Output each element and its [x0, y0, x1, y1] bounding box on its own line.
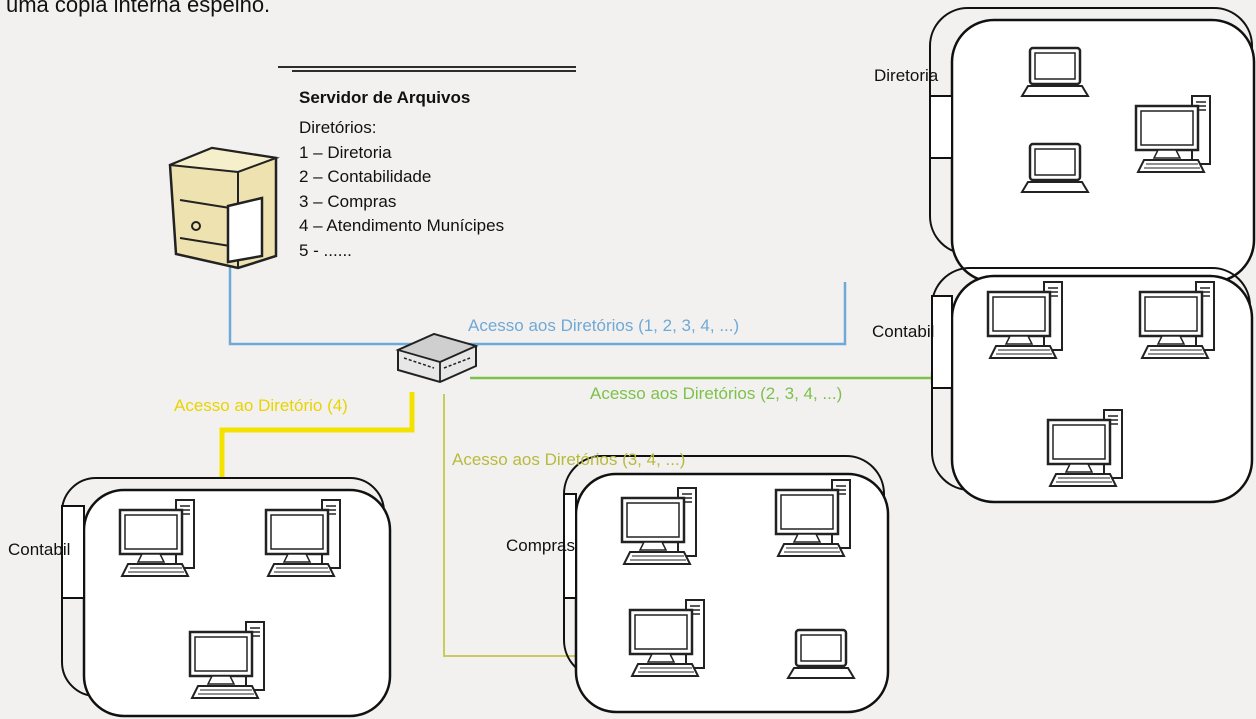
laptop-icon: [1020, 142, 1090, 194]
desktop-computer-icon: [774, 478, 852, 558]
page-title: uma cópia interna espelho.: [6, 0, 271, 17]
connection-label-compras: Acesso aos Diretórios (3, 4, ...): [452, 450, 686, 469]
laptop-icon: [1020, 46, 1090, 98]
connection-line-contabil-right: [470, 372, 934, 384]
directory-item: 5 - ......: [299, 240, 352, 260]
desktop-computer-icon: [986, 280, 1064, 360]
desktop-computer-icon: [1138, 280, 1216, 360]
room-label-diretoria: Diretoria: [874, 66, 939, 85]
directory-item: 2 – Contabilidade: [299, 167, 432, 187]
connection-label-diretoria: Acesso aos Diretórios (1, 2, 3, 4, ...): [468, 316, 740, 335]
room-label-compras: Compras: [506, 536, 575, 555]
directory-list: Diretórios: 1 – Diretoria 2 – Contabilid…: [299, 116, 504, 264]
desktop-computer-icon: [188, 620, 266, 700]
directory-subtitle: Diretórios:: [299, 118, 377, 137]
desktop-computer-icon: [620, 486, 698, 566]
connection-line-contabil-left: [219, 392, 415, 478]
desktop-computer-icon: [118, 498, 196, 578]
room-label-contabil-left: Contabil: [8, 540, 71, 559]
connection-line-compras: [443, 394, 575, 657]
server-label-underline: [278, 66, 576, 72]
server-title: Servidor de Arquivos: [299, 88, 471, 107]
room-label-contabil-right: Contabil: [872, 322, 935, 341]
desktop-computer-icon: [1134, 94, 1212, 174]
network-switch-icon: [395, 332, 479, 384]
directory-item: 4 – Atendimento Munícipes: [299, 216, 505, 236]
laptop-icon: [786, 628, 856, 680]
desktop-computer-icon: [1046, 408, 1124, 488]
connection-label-contabil-left: Acesso ao Diretório (4): [174, 396, 348, 415]
connection-label-contabil-right: Acesso aos Diretórios (2, 3, 4, ...): [590, 384, 843, 403]
desktop-computer-icon: [264, 498, 342, 578]
directory-item: 1 – Diretoria: [299, 142, 392, 162]
directory-item: 3 – Compras: [299, 191, 397, 211]
desktop-computer-icon: [628, 598, 706, 678]
file-server-icon: [168, 146, 280, 270]
